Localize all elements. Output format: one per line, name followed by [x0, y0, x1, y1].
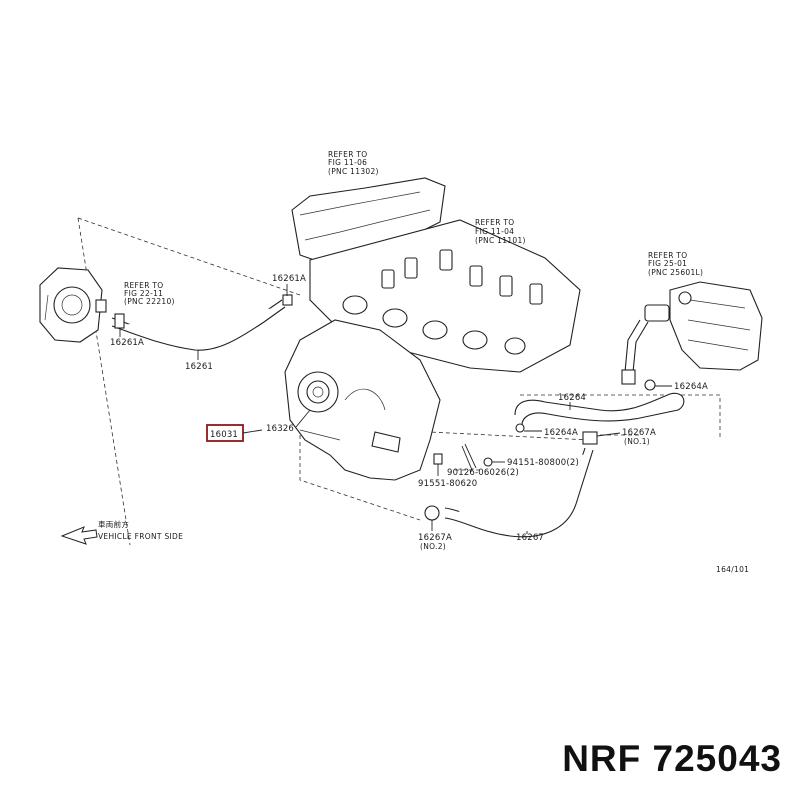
- callout-91551: 91551-80620: [418, 479, 477, 489]
- callout-16267: 16267: [516, 531, 544, 543]
- part-number-label: 94151-80800(2): [507, 458, 579, 468]
- callout-90126: 90126-06026(2): [447, 468, 519, 478]
- callout-16267A-right: 16267A (NO.1): [596, 428, 656, 446]
- bolt-91551: [433, 453, 443, 476]
- callout-16261: 16261: [185, 350, 213, 372]
- front-arrow-icon: [60, 526, 98, 545]
- part-number-label: 90126-06026(2): [447, 468, 519, 478]
- throttle-body-illustration: [39, 267, 107, 343]
- hose-16264: [514, 379, 685, 433]
- vehicle-front-marker: 車両前方 VEHICLE FRONT SIDE: [60, 519, 183, 545]
- ref-line: FIG 11-04: [475, 227, 514, 236]
- bolt-90126: [461, 443, 477, 471]
- ref-line: REFER TO: [328, 150, 367, 159]
- front-marker-en: VEHICLE FRONT SIDE: [98, 532, 183, 541]
- callout-16267A-bottom: 16267A (NO.2): [418, 520, 452, 551]
- ref-line: REFER TO: [648, 251, 687, 260]
- callout-16326: 16326: [266, 409, 311, 434]
- ref-line: REFER TO: [475, 218, 514, 227]
- front-marker-jp: 車両前方: [98, 519, 129, 529]
- ref-line: FIG 22-11: [124, 289, 163, 298]
- callout-16031[interactable]: 16031: [206, 424, 263, 442]
- part-number-label: 16261A: [272, 274, 306, 284]
- part-number-label: 16267A: [622, 428, 656, 438]
- part-number-label: 91551-80620: [418, 479, 477, 489]
- callout-16264: 16264: [558, 393, 586, 410]
- brand-part-number: NRF 725043: [562, 738, 782, 779]
- reference-fig-11-04: REFER TO FIG 11-04 (PNC 11101): [475, 218, 526, 245]
- callout-94151: 94151-80800(2): [483, 457, 579, 468]
- ref-line: FIG 25-01: [648, 259, 687, 268]
- hose-16261: [111, 294, 293, 351]
- callout-16261A-left: 16261A: [110, 328, 144, 348]
- ref-line: REFER TO: [124, 281, 163, 290]
- part-number-label: 16264: [558, 393, 586, 403]
- part-number-label: 16267: [516, 533, 544, 543]
- ref-line: (PNC 22210): [124, 297, 175, 306]
- reference-fig-22-11: REFER TO FIG 22-11 (PNC 22210): [124, 281, 175, 306]
- part-number-label: 16031: [210, 430, 238, 440]
- ref-line: (PNC 11101): [475, 236, 526, 245]
- part-number-label: 16261: [185, 362, 213, 372]
- callout-16264A-top: 16264A: [655, 382, 708, 392]
- figure-code: 164/101: [716, 565, 749, 574]
- ref-line: FIG 11-06: [328, 158, 367, 167]
- egr-valve-illustration: [621, 281, 763, 385]
- hose-16267: [424, 431, 598, 538]
- ref-line: (PNC 11302): [328, 167, 379, 176]
- reference-fig-11-06: REFER TO FIG 11-06 (PNC 11302): [328, 150, 379, 176]
- part-number-label: 16264A: [674, 382, 708, 392]
- water-pump: [297, 371, 339, 413]
- dashed-leader-lines: [77, 217, 721, 546]
- reference-fig-25-01: REFER TO FIG 25-01 (PNC 25601L): [648, 251, 703, 277]
- engine-assembly-illustration: [284, 177, 581, 481]
- part-number-label: 16261A: [110, 338, 144, 348]
- part-number-label: 16267A: [418, 533, 452, 543]
- part-number-label: 16264A: [544, 428, 578, 438]
- part-number-note: (NO.2): [420, 542, 446, 551]
- ref-line: (PNC 25601L): [648, 268, 703, 277]
- callout-16264A-mid: 16264A: [524, 428, 578, 438]
- intake-ports: [342, 295, 526, 355]
- part-number-label: 16326: [266, 424, 294, 434]
- cam-towers: [381, 249, 543, 305]
- callout-16261A-top: 16261A: [272, 274, 306, 296]
- part-number-note: (NO.1): [624, 437, 650, 446]
